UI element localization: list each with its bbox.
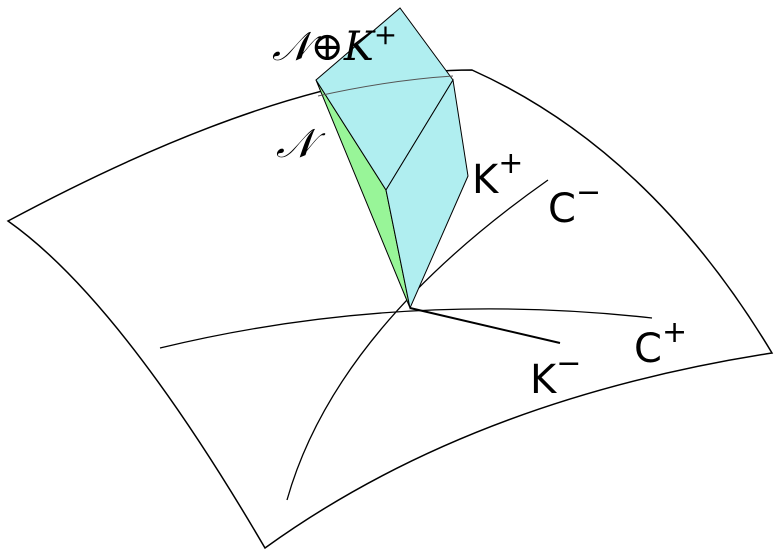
c-minus-curve xyxy=(286,179,549,501)
label-c-plus: C+ xyxy=(634,315,687,372)
label-k-plus: K+ xyxy=(472,146,523,203)
surface-edge-over-prism xyxy=(317,75,454,97)
label-n: 𝒩 xyxy=(276,121,326,167)
k-minus-line xyxy=(409,307,561,344)
prism-front-face xyxy=(385,78,469,310)
label-n-plus-k-plus: 𝒩⊕K+ xyxy=(272,18,397,70)
c-plus-curve xyxy=(159,308,653,349)
label-k-minus: K− xyxy=(530,346,581,403)
label-c-minus: C− xyxy=(548,175,601,232)
